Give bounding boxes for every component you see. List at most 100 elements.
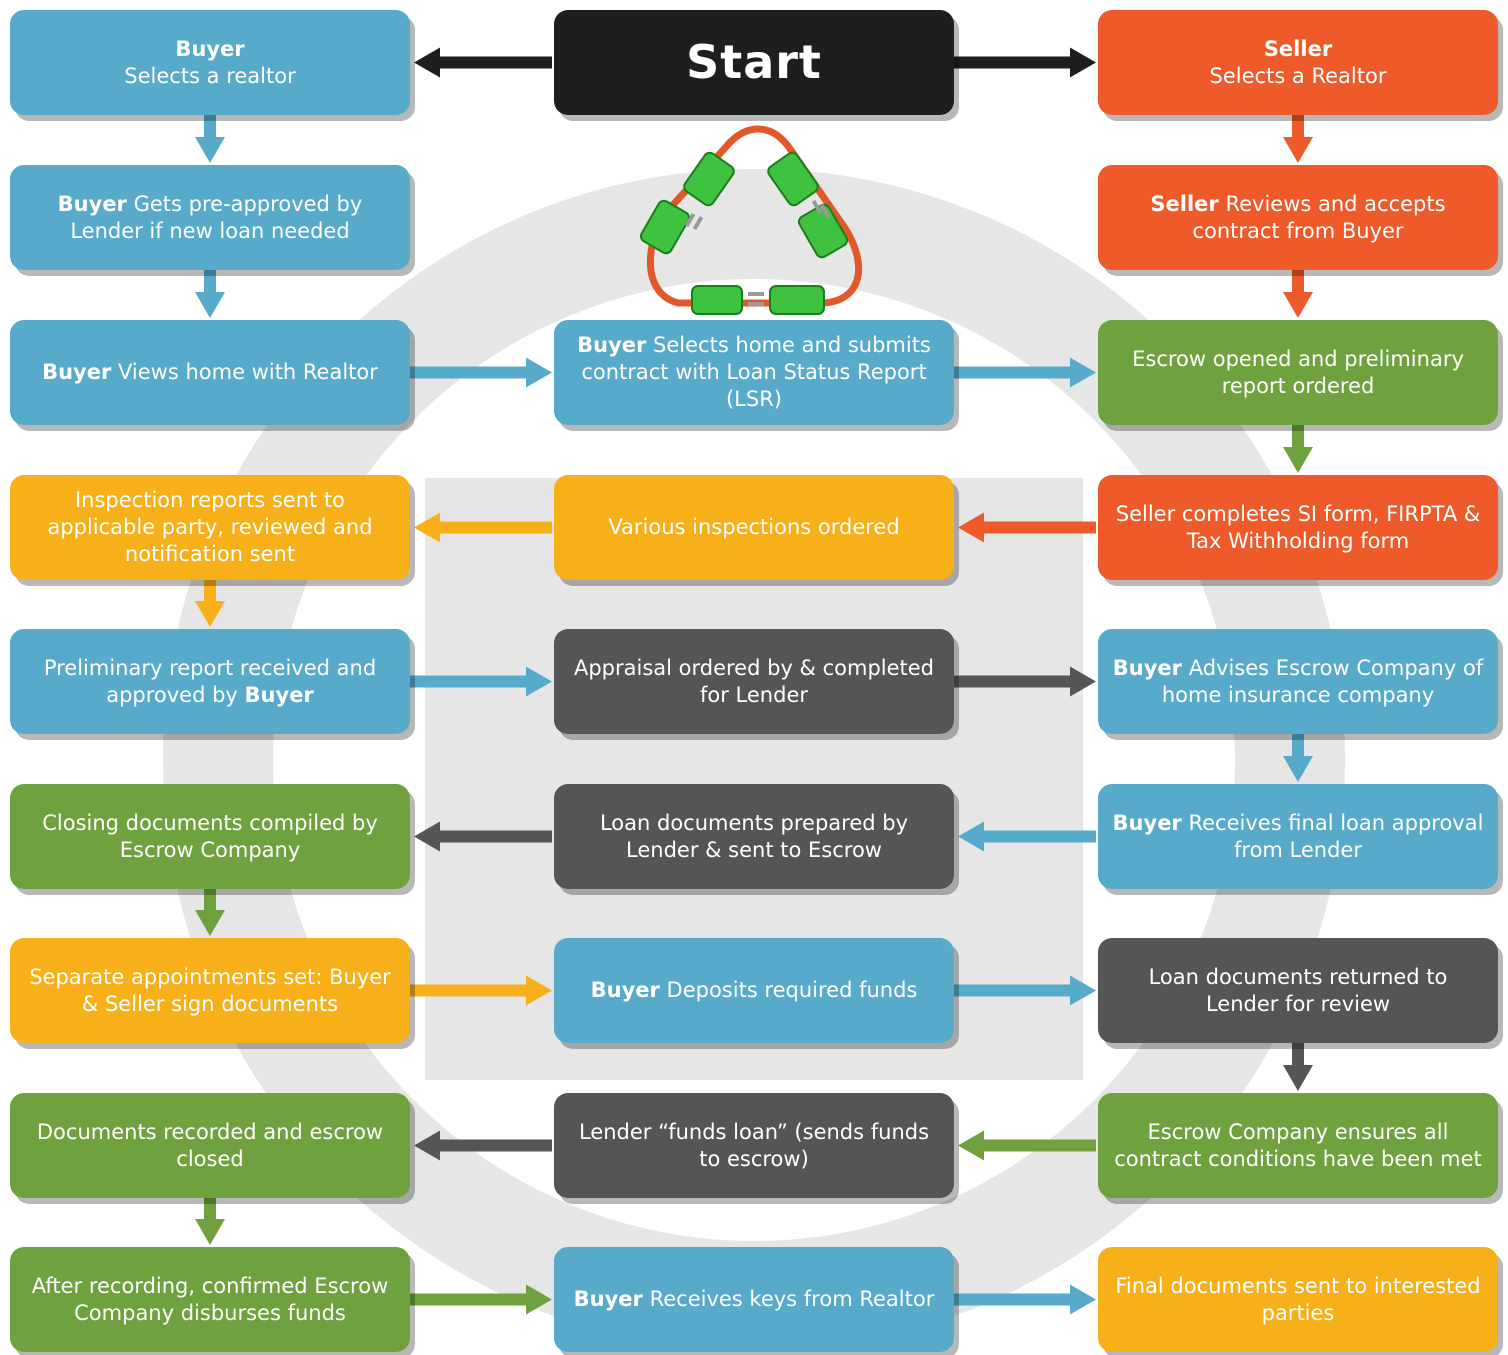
closing-documents-label: Closing documents compiled by Escrow Com… [42,810,378,862]
buyer-receives-keys-box: Buyer Receives keys from Realtor [554,1247,954,1352]
buyer-preapproved-bold: Buyer [57,191,127,216]
arrow-escrow-opened-to-si-form [1283,425,1313,473]
arrow-reports-to-preliminary [195,580,225,627]
documents-recorded-text: Documents recorded and escrow closed [24,1119,396,1173]
escrow-opened-box: Escrow opened and preliminary report ord… [1098,320,1498,425]
seller-si-form-box: Seller completes SI form, FIRPTA & Tax W… [1098,475,1498,580]
arrow-closing-to-appointments [195,889,225,936]
buyer-deposits-funds-box: Buyer Deposits required funds [554,938,954,1043]
buyer-advises-insurance-box: Buyer Advises Escrow Company of home ins… [1098,629,1498,734]
buyer-final-approval-label: Receives final loan approval from Lender [1181,810,1484,862]
buyer-submits-contract-text: Buyer Selects home and submits contract … [568,332,940,413]
arrow-start-to-seller [954,47,1096,78]
escrow-conditions-met-label: Escrow Company ensures all contract cond… [1114,1119,1482,1171]
buyer-preapproved-label: Gets pre-approved by Lender if new loan … [70,191,363,243]
various-inspections-box: Various inspections ordered [554,475,954,580]
buyer-advises-insurance-label: Advises Escrow Company of home insurance… [1161,655,1484,707]
start-box: Start [554,10,954,115]
arrow-appointments-to-deposits [410,975,552,1006]
loan-documents-returned-label: Loan documents returned to Lender for re… [1148,964,1448,1016]
escrow-disburses-funds-label: After recording, confirmed Escrow Compan… [31,1273,389,1325]
arrow-disburses-to-keys [410,1284,552,1315]
appraisal-ordered-box: Appraisal ordered by & completed for Len… [554,629,954,734]
seller-si-form-text: Seller completes SI form, FIRPTA & Tax W… [1112,501,1484,555]
inspection-reports-text: Inspection reports sent to applicable pa… [24,487,396,568]
arrow-insurance-to-final-approval [1283,734,1313,782]
buyer-advises-insurance-bold: Buyer [1112,655,1183,680]
preliminary-report-approved-label: Preliminary report received and approved… [43,655,377,707]
buyer-final-approval-text: Buyer Receives final loan approval from … [1112,810,1484,864]
buyer-selects-realtor-label: Selects a realtor [124,63,296,88]
arrow-loan-docs-to-closing [414,821,552,852]
background-panel [425,478,1083,1080]
arrow-conditions-to-funds-loan [958,1130,1096,1161]
various-inspections-text: Various inspections ordered [608,514,899,541]
arrow-reviews-to-escrow-opened [1283,270,1313,318]
arrow-submits-to-escrow-opened [954,357,1096,388]
closing-documents-box: Closing documents compiled by Escrow Com… [10,784,410,889]
loan-documents-returned-box: Loan documents returned to Lender for re… [1098,938,1498,1043]
seller-reviews-contract-text: Seller Reviews and accepts contract from… [1112,191,1484,245]
preliminary-report-approved-bold-after: Buyer [244,682,314,707]
separate-appointments-text: Separate appointments set: Buyer & Selle… [24,964,396,1018]
seller-si-form-label: Seller completes SI form, FIRPTA & Tax W… [1115,501,1481,553]
arrow-keys-to-final-documents [954,1284,1096,1315]
closing-documents-text: Closing documents compiled by Escrow Com… [24,810,396,864]
preliminary-report-approved-text: Preliminary report received and approved… [24,655,396,709]
arrow-returned-to-conditions [1283,1043,1313,1091]
preliminary-report-approved-box: Preliminary report received and approved… [10,629,410,734]
final-documents-sent-label: Final documents sent to interested parti… [1115,1273,1481,1325]
buyer-receives-keys-label: Receives keys from Realtor [642,1287,935,1311]
seller-reviews-contract-bold: Seller [1150,191,1219,216]
loan-documents-returned-text: Loan documents returned to Lender for re… [1112,964,1484,1018]
buyer-views-home-text: Buyer Views home with Realtor [42,359,378,386]
loan-documents-prepared-box: Loan documents prepared by Lender & sent… [554,784,954,889]
buyer-deposits-funds-text: Buyer Deposits required funds [591,977,918,1004]
arrow-seller-realtor-to-reviews [1283,115,1313,163]
escrow-conditions-met-text: Escrow Company ensures all contract cond… [1112,1119,1484,1173]
documents-recorded-label: Documents recorded and escrow closed [36,1119,384,1171]
buyer-selects-realtor-bold: Buyer [175,36,245,61]
buyer-advises-insurance-text: Buyer Advises Escrow Company of home ins… [1112,655,1484,709]
seller-selects-realtor-bold: Seller [1263,36,1333,61]
appraisal-ordered-text: Appraisal ordered by & completed for Len… [568,655,940,709]
escrow-disburses-funds-text: After recording, confirmed Escrow Compan… [24,1273,396,1327]
various-inspections-label: Various inspections ordered [608,515,900,539]
buyer-final-approval-bold: Buyer [1112,810,1182,835]
inspection-reports-label: Inspection reports sent to applicable pa… [47,488,373,566]
final-documents-sent-box: Final documents sent to interested parti… [1098,1247,1498,1352]
separate-appointments-label: Separate appointments set: Buyer & Selle… [29,964,391,1016]
arrow-final-approval-to-loan-docs [958,821,1096,852]
buyer-preapproved-box: Buyer Gets pre-approved by Lender if new… [10,165,410,270]
lender-funds-loan-box: Lender “funds loan” (sends funds to escr… [554,1093,954,1198]
buyer-views-home-label: Views home with Realtor [111,360,378,384]
final-documents-sent-text: Final documents sent to interested parti… [1112,1273,1484,1327]
arrow-funds-loan-to-recorded [414,1130,552,1161]
arrow-deposits-to-returned [954,975,1096,1006]
start-text: Start [686,39,822,85]
arrow-recorded-to-disburses [195,1198,225,1245]
buyer-submits-contract-bold: Buyer [577,333,647,357]
arrow-appraisal-to-insurance [954,666,1096,697]
buyer-deposits-funds-label: Deposits required funds [659,978,918,1002]
arrow-preapproved-to-views-home [195,270,225,318]
seller-reviews-contract-label: Reviews and accepts contract from Buyer [1192,191,1446,243]
arrow-views-home-to-submits [410,357,552,388]
buyer-receives-keys-text: Buyer Receives keys from Realtor [574,1286,935,1313]
buyer-deposits-funds-bold: Buyer [590,978,660,1002]
seller-reviews-contract-box: Seller Reviews and accepts contract from… [1098,165,1498,270]
buyer-views-home-box: Buyer Views home with Realtor [10,320,410,425]
buyer-final-approval-box: Buyer Receives final loan approval from … [1098,784,1498,889]
power-plug-cycle-icon [639,125,863,315]
buyer-submits-contract-label: Selects home and submits contract with L… [581,333,931,411]
loan-documents-prepared-label: Loan documents prepared by Lender & sent… [599,810,909,862]
lender-funds-loan-label: Lender “funds loan” (sends funds to escr… [578,1119,930,1171]
lender-funds-loan-text: Lender “funds loan” (sends funds to escr… [568,1119,940,1173]
inspection-reports-box: Inspection reports sent to applicable pa… [10,475,410,580]
buyer-preapproved-text: Buyer Gets pre-approved by Lender if new… [24,191,396,245]
